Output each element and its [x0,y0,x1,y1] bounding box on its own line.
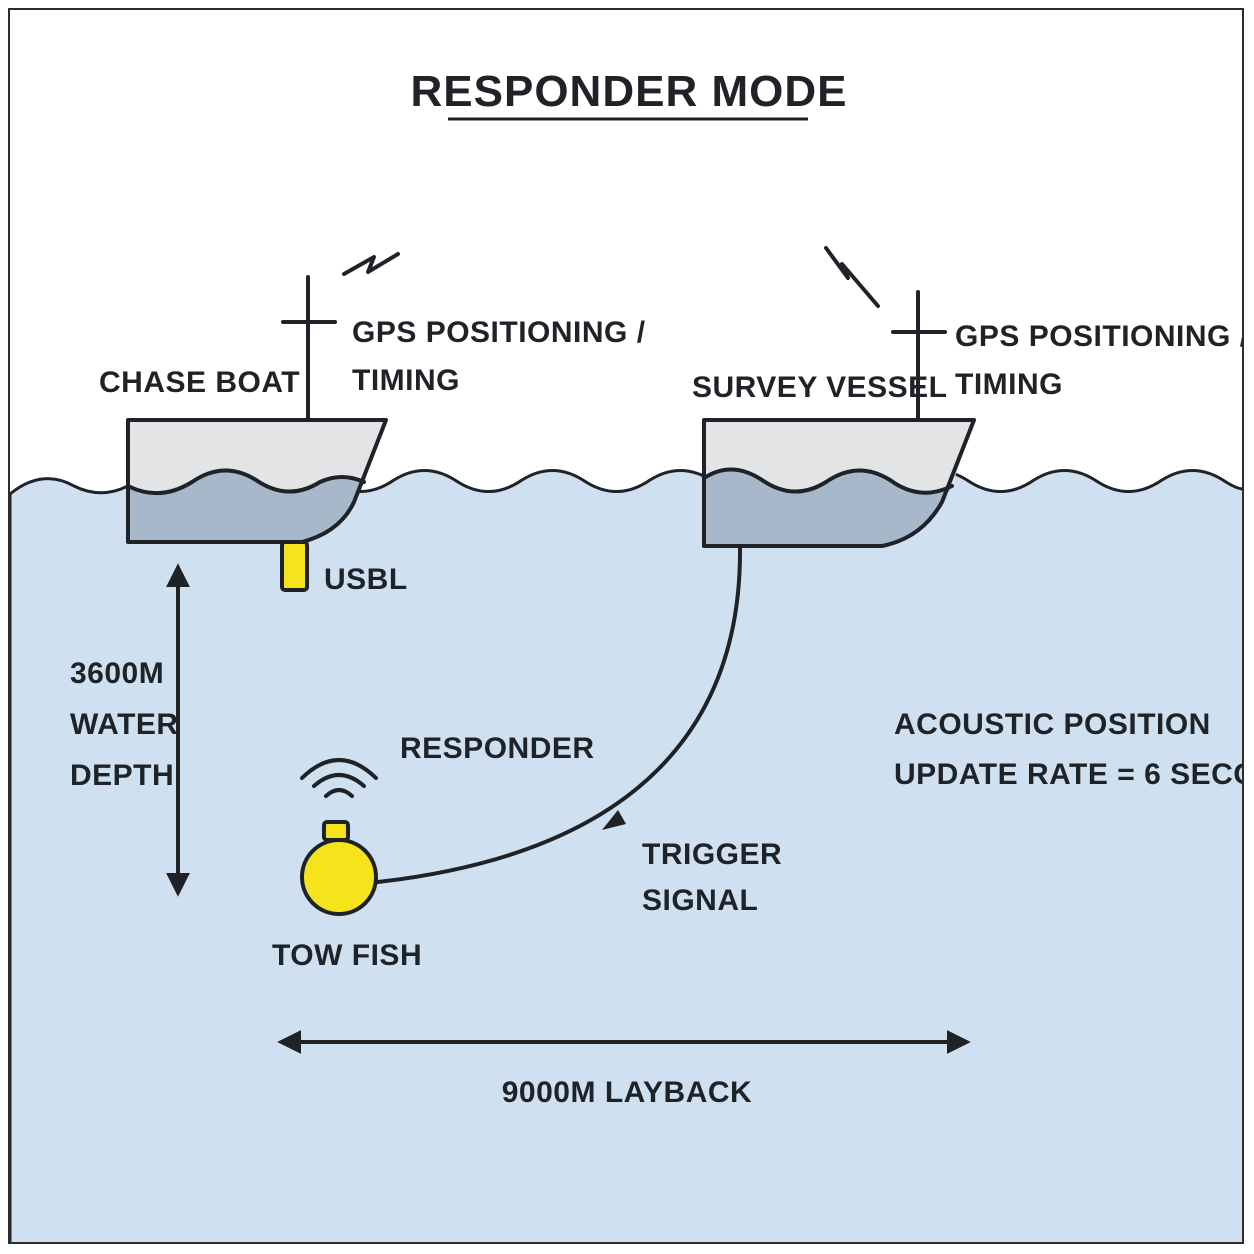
depth-line1: 3600M [70,657,164,690]
signal-waves-icon [300,758,378,798]
survey-vessel-hull-top [704,420,974,493]
tow-fish [300,820,378,916]
chase-boat-gps-line1: GPS POSITIONING / [352,316,646,349]
diagram-frame: RESPONDER MODE CHASE BOAT GPS POSITIONIN… [8,8,1244,1244]
trigger-line1: TRIGGER [642,838,782,871]
depth-line3: DEPTH [70,759,174,792]
survey-vessel-outline [702,418,976,548]
responder-mode-diagram: RESPONDER MODE CHASE BOAT GPS POSITIONIN… [10,10,1244,1242]
chase-boat-gps-line2: TIMING [352,364,460,397]
chase-boat-hull-bottom [128,470,364,542]
lightning-icon [824,246,880,308]
water [10,469,1242,1242]
survey-vessel-label: SURVEY VESSEL [692,371,948,404]
chase-boat-label: CHASE BOAT [99,366,300,399]
tow-fish-body [300,838,378,916]
lightning-icon [342,252,400,276]
survey-vessel-gps-line1: GPS POSITIONING / [955,320,1244,353]
depth-line2: WATER [70,708,179,741]
update-rate-line1: ACOUSTIC POSITION [894,708,1211,741]
chase-boat-waterline [126,468,366,496]
survey-vessel-hull-bottom [704,469,952,546]
trigger-arrow-icon [602,810,626,830]
tow-fish-cap [322,820,350,842]
usbl-transducer [280,540,309,592]
chase-boat [126,252,400,592]
usbl-label: USBL [324,563,408,596]
survey-vessel-waterline [702,467,954,495]
chase-boat-hull-top [128,420,386,494]
tow-fish-label: TOW FISH [272,939,422,972]
survey-vessel [702,246,976,548]
responder-label: RESPONDER [400,732,595,765]
trigger-line2: SIGNAL [642,884,758,917]
diagram-title: RESPONDER MODE [411,67,848,116]
tow-cable [376,544,743,884]
update-rate-line2: UPDATE RATE = 6 SECONDS [894,758,1244,791]
layback-label: 9000M LAYBACK [502,1076,752,1109]
survey-vessel-gps-line2: TIMING [955,368,1063,401]
